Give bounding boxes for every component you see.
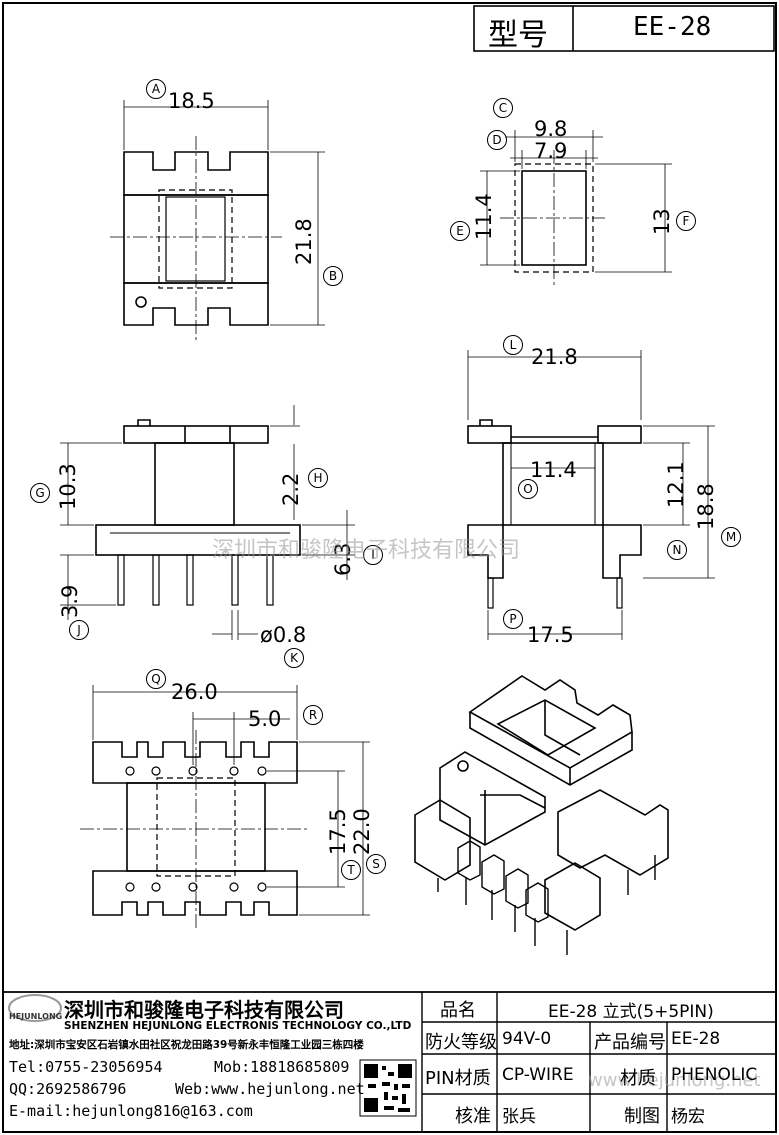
callout-C: C	[493, 98, 513, 118]
logo-text: HEJUNLONG	[9, 1012, 63, 1021]
pin-label: PIN材质	[425, 1068, 491, 1089]
isometric-view	[414, 675, 669, 955]
model-value: EE-28	[633, 12, 712, 42]
front-view	[60, 405, 355, 640]
dim-S: 22.0	[350, 808, 374, 855]
model-label: 型号	[488, 18, 548, 53]
dim-K: ø0.8	[260, 623, 307, 647]
check-label: 核准	[455, 1106, 491, 1127]
dim-J: 3.9	[58, 584, 82, 618]
logo-mark	[8, 994, 62, 1022]
callout-O: O	[518, 479, 538, 499]
callout-K: K	[284, 648, 304, 668]
callout-M: M	[721, 527, 741, 547]
dim-A: 18.5	[168, 89, 215, 113]
code-label: 产品编号	[594, 1032, 666, 1053]
dim-B: 21.8	[292, 218, 316, 265]
bottom-view	[80, 685, 370, 930]
company-qq: QQ:2692586796	[9, 1080, 127, 1098]
dim-O: 11.4	[530, 458, 577, 482]
section-view	[480, 130, 672, 285]
company-tel: Tel:0755-23056954	[9, 1058, 163, 1076]
material-value: PHENOLIC	[671, 1065, 758, 1085]
watermark-center: 深圳市和骏隆电子科技有限公司	[212, 538, 521, 563]
qr-code	[364, 1064, 412, 1112]
callout-J: J	[69, 620, 89, 640]
company-email: E-mail:hejunlong816@163.com	[9, 1102, 253, 1120]
company-mob: Mob:18818685809	[214, 1058, 350, 1076]
company-web: Web:www.hejunlong.net	[175, 1080, 365, 1098]
watermark-footer: www.hejunlong.net	[588, 1070, 761, 1091]
callout-D: D	[487, 130, 507, 150]
name-value: EE-28 立式(5+5PIN)	[548, 1002, 714, 1022]
fire-value: 94V-0	[502, 1029, 552, 1049]
callout-E: E	[450, 221, 470, 241]
dim-G: 10.3	[56, 463, 80, 510]
draw-label: 制图	[624, 1106, 660, 1127]
company-name-cn: 深圳市和骏隆电子科技有限公司	[64, 998, 344, 1022]
callout-N: N	[667, 540, 687, 560]
code-value: EE-28	[671, 1029, 721, 1049]
draw-value: 杨宏	[671, 1107, 705, 1127]
fire-label: 防火等级	[425, 1032, 497, 1053]
company-name-en: SHENZHEN HEJUNLONG ELECTRONIS TECHNOLOGY…	[64, 1020, 412, 1032]
callout-R: R	[303, 705, 323, 725]
top-view	[110, 100, 325, 340]
callout-F: F	[676, 211, 696, 231]
check-value: 张兵	[502, 1107, 536, 1127]
dim-L: 21.8	[531, 345, 578, 369]
dim-F: 13	[650, 208, 674, 235]
dim-R: 5.0	[248, 707, 282, 731]
material-label: 材质	[620, 1068, 656, 1089]
side-view	[467, 350, 715, 640]
callout-Q: Q	[146, 669, 166, 689]
callout-G: G	[30, 483, 50, 503]
callout-T: T	[341, 860, 361, 880]
callout-S: S	[366, 854, 386, 874]
callout-P: P	[503, 609, 523, 629]
dim-C: 9.8	[534, 117, 568, 141]
dim-N: 12.1	[664, 461, 688, 508]
dim-E: 11.4	[472, 193, 496, 240]
dim-D: 7.9	[534, 139, 568, 163]
callout-A: A	[146, 79, 166, 99]
dim-M: 18.8	[694, 483, 718, 530]
title-block-grid	[3, 991, 776, 1132]
dim-T: 17.5	[326, 808, 350, 855]
name-label: 品名	[440, 1000, 476, 1021]
callout-B: B	[323, 266, 343, 286]
callout-I: I	[363, 545, 383, 565]
dim-H: 2.2	[279, 472, 303, 506]
dim-Q: 26.0	[171, 680, 218, 704]
dim-P: 17.5	[527, 623, 574, 647]
pin-value: CP-WIRE	[502, 1065, 574, 1085]
callout-H: H	[308, 468, 328, 488]
callout-L: L	[503, 335, 523, 355]
company-address: 地址:深圳市宝安区石岩镇水田社区祝龙田路39号新永丰恒隆工业园三栋四楼	[9, 1039, 364, 1051]
